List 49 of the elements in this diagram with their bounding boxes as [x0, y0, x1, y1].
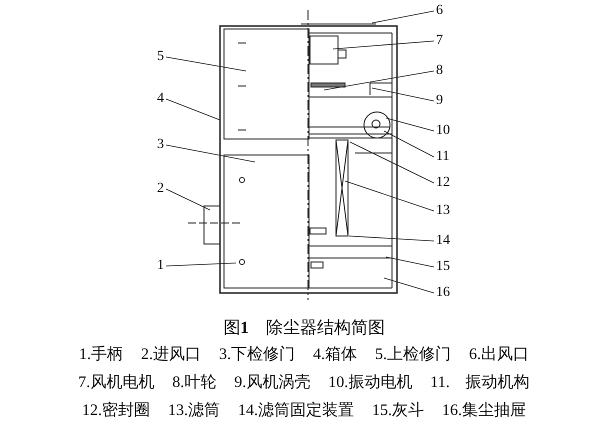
callout-number: 8 — [436, 63, 443, 79]
leader-line — [324, 70, 434, 90]
legend-item: 10.振动电机 — [328, 372, 412, 393]
legend-item: 1.手柄 — [79, 344, 123, 365]
legend-item: 14.滤筒固定装置 — [238, 400, 354, 421]
callout-number: 15 — [436, 259, 450, 275]
leader-line — [386, 118, 434, 132]
leader-line — [166, 144, 256, 162]
callout-number: 13 — [436, 203, 450, 219]
leader-line — [166, 98, 220, 120]
callout-number: 9 — [436, 93, 443, 109]
leader-line — [166, 262, 236, 266]
callout-number: 12 — [436, 175, 450, 191]
callout-number: 6 — [436, 3, 443, 19]
leader-line — [332, 40, 434, 50]
leader-line — [166, 188, 210, 210]
legend-item: 5.上检修门 — [375, 344, 451, 365]
callout-number: 14 — [436, 233, 450, 249]
leader-line — [348, 236, 434, 242]
leader-line — [386, 256, 434, 268]
legend-item: 13.滤筒 — [168, 400, 220, 421]
leader-line — [372, 88, 434, 102]
legend-item: 6.出风口 — [469, 344, 529, 365]
leader-line — [166, 56, 246, 72]
callout-number: 16 — [436, 285, 450, 301]
callout-number: 3 — [157, 137, 164, 153]
legend-item: 4.箱体 — [313, 345, 357, 365]
legend-item: 9.风机涡壳 — [234, 372, 310, 393]
leader-line — [384, 130, 434, 158]
leader-line — [344, 180, 434, 212]
leader-line — [372, 10, 434, 24]
legend-item: 7.风机电机 — [78, 372, 154, 393]
legend-item: 12.密封圈 — [82, 400, 150, 421]
legend-item: 2.进风口 — [141, 344, 201, 365]
callout-number: 4 — [157, 91, 164, 107]
callout-number: 11 — [436, 149, 450, 165]
callout-number: 7 — [436, 33, 443, 49]
legend-item: 11. 振动机构 — [430, 373, 530, 393]
legend-item: 8.叶轮 — [172, 372, 216, 393]
callout-number: 2 — [157, 181, 164, 197]
leader-line — [384, 278, 434, 294]
legend-item: 15.灰斗 — [372, 400, 424, 421]
legend-item: 16.集尘抽屉 — [442, 400, 526, 421]
leader-line — [350, 142, 434, 184]
figure-caption: 图1 除尘器结构简图 — [223, 317, 385, 339]
legend-item: 3.下检修门 — [219, 344, 295, 365]
callout-number: 10 — [436, 123, 450, 139]
callout-number: 5 — [157, 49, 164, 65]
callout-number: 1 — [157, 258, 164, 274]
